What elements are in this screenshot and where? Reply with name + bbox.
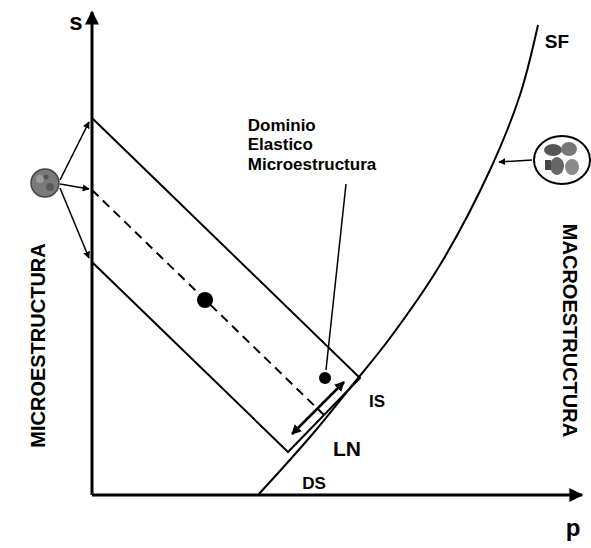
leader-line [326,184,346,370]
sf-curve [258,25,538,495]
micro-icon [31,169,59,197]
curve-point-label: IS [369,392,385,412]
curve-segment-label: LN [333,437,361,461]
pointer-arrow [60,184,89,189]
macro-icon [534,136,590,184]
side-label: MICROESTRUCTURA [27,243,50,447]
pointer-arrow [499,160,532,162]
state-dot [197,292,213,308]
side-label: MACROESTRUCTURA [558,223,581,436]
curve-label: SF [545,31,569,53]
axis-label: s [69,8,82,36]
state-dot [319,372,331,384]
callout-text: Dominio Elastico Microestructura [248,116,376,175]
pointer-arrow [60,122,89,180]
dashed-midline [92,190,324,415]
p-axis [92,494,582,497]
pointer-arrow [60,188,89,258]
curve-point-label: DS [302,474,326,494]
axis-label: p [566,514,581,542]
